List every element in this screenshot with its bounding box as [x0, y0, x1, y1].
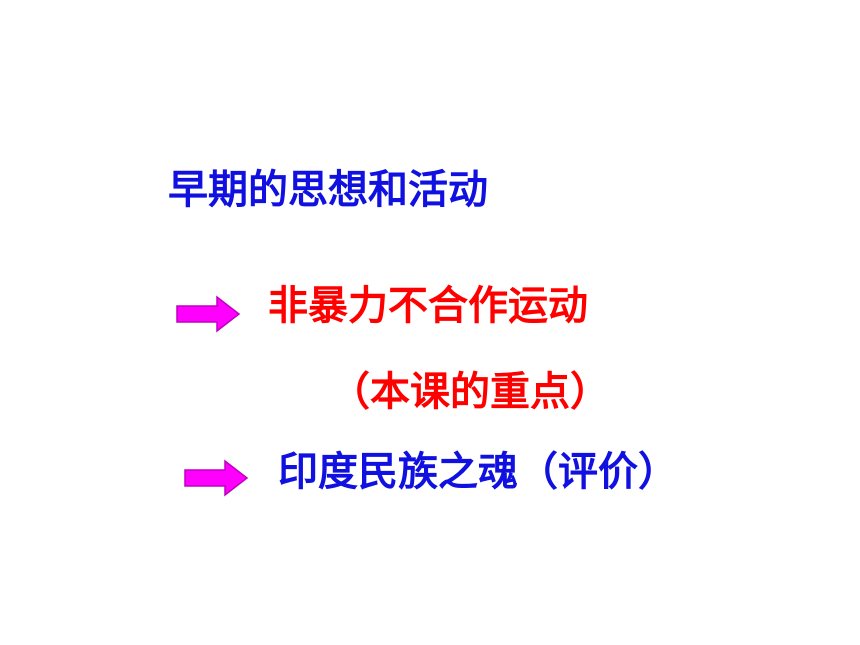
right-arrow-icon	[184, 459, 249, 497]
point-noncooperation-movement: 非暴力不合作运动	[268, 283, 588, 329]
slide-title: 早期的思想和活动	[168, 167, 488, 213]
point-national-soul: 印度民族之魂（评价）	[278, 449, 678, 495]
right-arrow-icon	[176, 295, 241, 333]
point-key-note: （本课的重点）	[330, 369, 610, 415]
